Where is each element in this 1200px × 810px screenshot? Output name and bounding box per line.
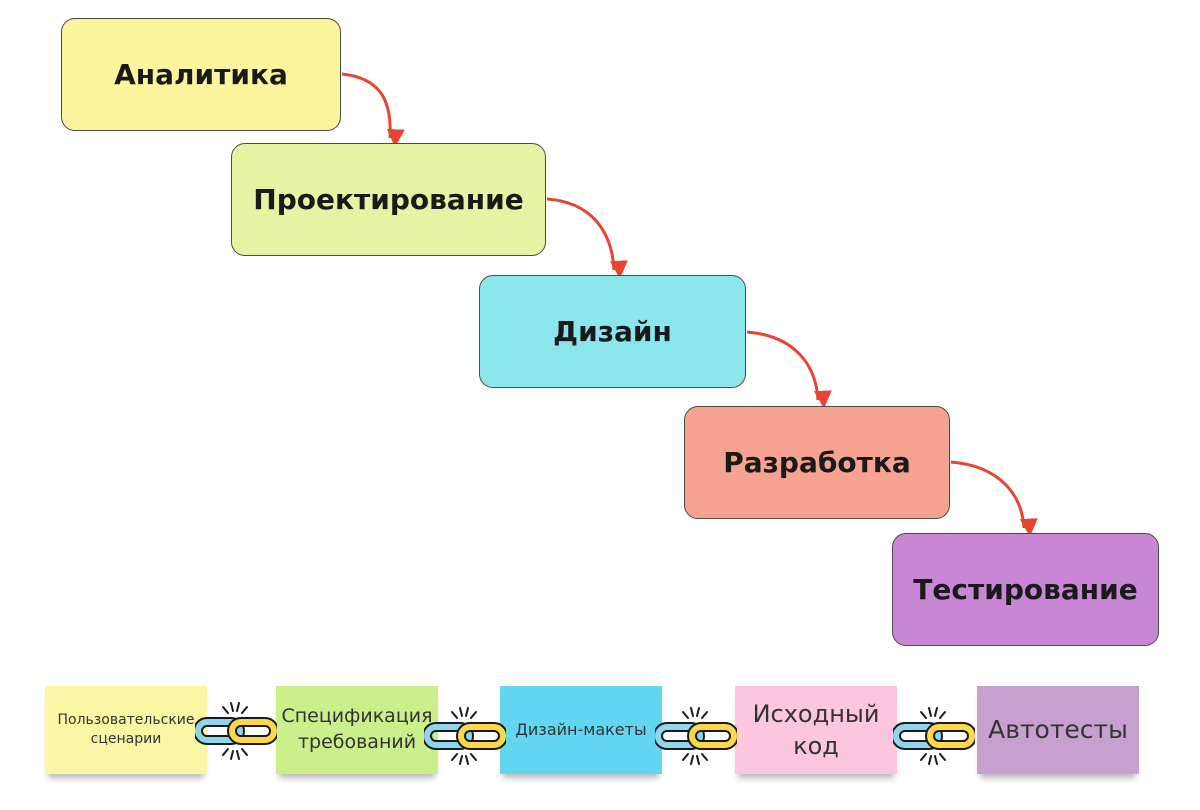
chain-link-icon	[655, 707, 737, 765]
chain-link-icon	[893, 707, 975, 765]
artifact-note-mockups: Дизайн-макеты	[500, 686, 662, 774]
stage-label: Тестирование	[913, 573, 1138, 606]
curved-arrow-icon	[546, 197, 628, 279]
artifact-label: Спецификация требований	[281, 705, 433, 753]
curved-arrow-icon	[341, 72, 405, 148]
stage-label: Разработка	[723, 446, 911, 479]
chain-link-icon	[424, 707, 506, 765]
stage-analytics: Аналитика	[61, 18, 341, 131]
stage-label: Дизайн	[553, 315, 672, 348]
stage-design: Дизайн	[479, 275, 746, 388]
stage-label: Аналитика	[114, 58, 288, 91]
curved-arrow-icon	[950, 460, 1038, 537]
stage-design-spec: Проектирование	[231, 143, 546, 256]
artifact-label: Дизайн-макеты	[515, 720, 647, 740]
artifact-note-source: Исходный код	[735, 686, 897, 774]
curved-arrow-icon	[746, 330, 832, 409]
artifact-label: Исходный код	[752, 699, 880, 760]
stage-testing: Тестирование	[892, 533, 1159, 646]
stage-development: Разработка	[684, 406, 950, 519]
artifact-note-spec: Спецификация требований	[276, 686, 438, 774]
artifact-note-scenarios: Пользовательские сценарии	[45, 686, 207, 774]
stage-label: Проектирование	[253, 183, 524, 216]
chain-link-icon	[195, 702, 277, 760]
artifact-label: Пользовательские сценарии	[57, 712, 195, 747]
artifact-label: Автотесты	[988, 715, 1128, 745]
artifact-note-autotests: Автотесты	[977, 686, 1139, 774]
